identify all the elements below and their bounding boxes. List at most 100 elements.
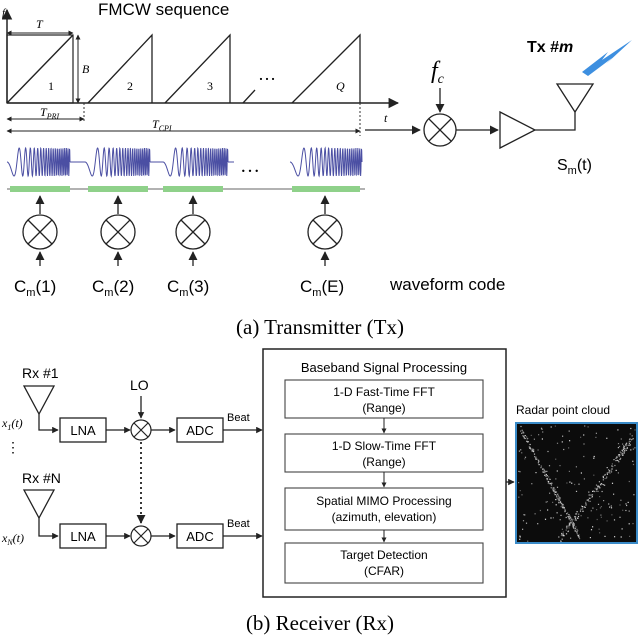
chirp-3 bbox=[164, 33, 231, 104]
pointcloud-dot bbox=[577, 529, 579, 532]
xN-label: xN(t) bbox=[1, 531, 24, 547]
code-bar-1 bbox=[10, 186, 70, 192]
pointcloud-dot bbox=[561, 441, 563, 443]
pointcloud-dot bbox=[632, 438, 634, 440]
pointcloud-dot bbox=[571, 520, 574, 522]
pointcloud-dot bbox=[608, 503, 610, 505]
pointcloud-dot bbox=[564, 509, 566, 511]
pointcloud-dot bbox=[580, 515, 582, 517]
pointcloud-dot bbox=[539, 509, 541, 512]
pointcloud-dot bbox=[555, 458, 557, 460]
pointcloud-dot bbox=[568, 516, 570, 518]
chirp-wave-4 bbox=[289, 146, 363, 178]
pointcloud-dot bbox=[623, 445, 625, 448]
pointcloud-dot bbox=[545, 501, 547, 503]
stage-4-line2: (CFAR) bbox=[364, 564, 404, 578]
stage-1-line2: (Range) bbox=[362, 401, 405, 415]
pointcloud-dot bbox=[555, 491, 558, 493]
t-axis-label: t bbox=[384, 111, 388, 125]
pointcloud-dot bbox=[585, 501, 587, 503]
pointcloud-dot bbox=[622, 443, 624, 445]
pointcloud-dot bbox=[628, 510, 630, 512]
code-label-E: Cm(E) bbox=[300, 277, 344, 299]
rx1-to-lna-line bbox=[38, 414, 59, 434]
pointcloud-dot bbox=[625, 449, 627, 451]
pointcloud-dot bbox=[565, 529, 567, 531]
pointcloud-dot bbox=[561, 505, 563, 507]
pointcloud-dot bbox=[522, 431, 524, 433]
pointcloud-dot bbox=[559, 497, 561, 499]
pointcloud-dot bbox=[576, 530, 578, 532]
pointcloud-dot bbox=[575, 490, 578, 492]
pointcloud-dot bbox=[552, 489, 554, 491]
pa-to-antenna-line bbox=[535, 112, 576, 131]
pointcloud-dot bbox=[606, 437, 608, 439]
pointcloud-dot bbox=[546, 475, 548, 477]
pointcloud-dot bbox=[625, 449, 628, 451]
pointcloud-dot bbox=[550, 517, 552, 519]
pointcloud-dot bbox=[550, 426, 552, 428]
pointcloud-dot bbox=[619, 451, 621, 453]
pointcloud-dot bbox=[594, 490, 596, 493]
pointcloud-dot bbox=[618, 455, 620, 458]
pointcloud-dot bbox=[591, 494, 594, 496]
fmcw-title: FMCW sequence bbox=[98, 0, 229, 19]
pointcloud-dot bbox=[537, 449, 539, 451]
pointcloud-dot bbox=[568, 447, 570, 449]
chirp-1-label: 1 bbox=[48, 79, 54, 93]
pointcloud-dot bbox=[524, 435, 526, 437]
rxN-label: Rx #N bbox=[22, 470, 61, 486]
pointcloud-dot bbox=[532, 450, 534, 452]
pointcloud-dot bbox=[614, 464, 616, 467]
pointcloud-dot bbox=[557, 498, 559, 500]
pointcloud-dot bbox=[565, 533, 568, 535]
code-bar-2 bbox=[88, 186, 148, 192]
pointcloud-dot bbox=[547, 450, 549, 453]
pointcloud-dot bbox=[519, 490, 521, 492]
chirp-2-label: 2 bbox=[127, 79, 133, 93]
pointcloud-dot bbox=[570, 518, 572, 520]
pointcloud-dot bbox=[568, 522, 570, 524]
pointcloud-dot bbox=[595, 436, 597, 438]
chirp-waveforms bbox=[6, 146, 363, 178]
stage-2-box bbox=[284, 433, 484, 473]
pointcloud-dot bbox=[548, 478, 550, 480]
pointcloud-dot bbox=[537, 523, 539, 525]
pointcloud-dot bbox=[590, 510, 592, 512]
wave-ellipsis: … bbox=[240, 155, 260, 177]
pointcloud-dot bbox=[552, 490, 555, 492]
B-label: B bbox=[82, 62, 90, 76]
pointcloud-dot bbox=[610, 505, 612, 507]
pointcloud-dot bbox=[614, 536, 616, 538]
chirp-4-start bbox=[242, 89, 256, 104]
pointcloud-dot bbox=[552, 487, 554, 489]
pointcloud-dot bbox=[535, 458, 537, 460]
pointcloud-dot bbox=[569, 440, 571, 442]
pointcloud-dot bbox=[575, 519, 577, 521]
pointcloud-dot bbox=[623, 452, 625, 454]
pointcloud-dot bbox=[599, 496, 601, 498]
pointcloud-dot bbox=[630, 449, 632, 451]
pointcloud-dot bbox=[593, 490, 595, 492]
T-label: T bbox=[36, 17, 44, 31]
pointcloud-dot bbox=[555, 504, 557, 506]
chirp-ellipsis: … bbox=[258, 64, 276, 84]
pointcloud-dot bbox=[598, 485, 600, 488]
pointcloud-dot bbox=[612, 466, 614, 468]
pointcloud-dot bbox=[611, 468, 613, 470]
pointcloud-dot bbox=[566, 527, 568, 529]
pointcloud-dot bbox=[616, 459, 618, 461]
pointcloud-dot bbox=[602, 476, 604, 479]
pointcloud-dot bbox=[577, 517, 579, 519]
rx-mixer-1-cross bbox=[133, 422, 149, 438]
pointcloud-dot bbox=[632, 523, 634, 525]
pointcloud-dot bbox=[570, 537, 572, 539]
pointcloud-dot bbox=[592, 507, 594, 509]
pointcloud-dot bbox=[595, 488, 597, 490]
pointcloud-dot bbox=[589, 537, 591, 539]
pointcloud-dot bbox=[615, 457, 617, 459]
stage-3-box bbox=[284, 487, 484, 531]
pointcloud-dot bbox=[610, 470, 612, 472]
pointcloud-dot bbox=[542, 431, 544, 433]
pointcloud-dot bbox=[588, 491, 590, 493]
